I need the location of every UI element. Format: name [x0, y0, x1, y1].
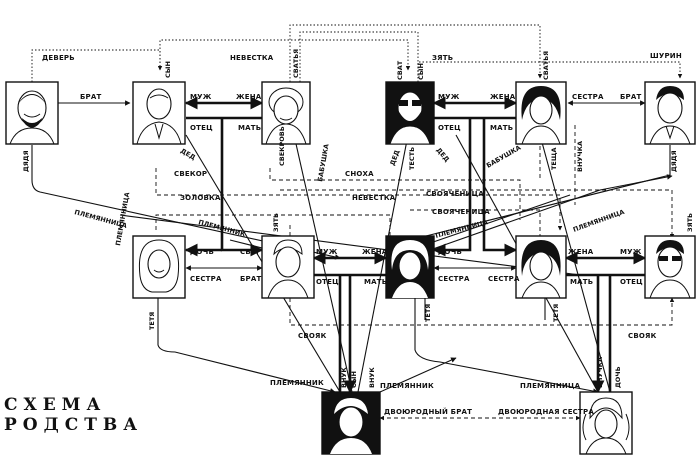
label-brat-3: БРАТ — [240, 275, 261, 283]
portrait-doch — [515, 235, 567, 299]
portrait-vnuk — [321, 391, 381, 455]
label-vnuk-2: ВНУК — [368, 367, 376, 388]
label-zhena-4: ЖЕНА — [568, 248, 594, 256]
label-tetya-3: ТЕТЯ — [552, 304, 560, 322]
label-zyat-mid-2: ЗЯТЬ — [686, 213, 694, 232]
label-doch-1: ДОЧЬ — [190, 248, 214, 256]
label-nevestka-mid: НЕВЕСТКА — [352, 194, 396, 202]
label-test: ТЕСТЬ — [408, 147, 416, 170]
label-zhena-2: ЖЕНА — [490, 93, 516, 101]
label-vnuk-1: ВНУК — [340, 367, 348, 388]
label-muzh-2: МУЖ — [438, 93, 460, 101]
portrait-vnuchka — [579, 391, 633, 455]
portrait-teshcha — [515, 81, 567, 145]
title-line1: СХЕМА — [4, 395, 106, 415]
label-syn-1: СЫН — [164, 61, 172, 78]
label-dvoyurodnaya-sestra: ДВОЮРОДНАЯ СЕСТРА — [498, 408, 594, 416]
label-sestra-1: СЕСТРА — [572, 93, 604, 101]
label-plemyannitsa-3: ПЛЕМЯННИЦА — [434, 218, 488, 240]
label-zyat-mid-1: ЗЯТЬ — [272, 213, 280, 232]
label-svoyak-2: СВОЯК — [628, 332, 657, 340]
label-svoyachenitsa-2: СВОЯЧЕНИЦА — [432, 208, 490, 216]
label-ded-3: ДЕД — [434, 146, 451, 164]
label-doch-3: ДОЧЬ — [614, 366, 622, 388]
label-mat-4: МАТЬ — [570, 278, 593, 286]
label-zhena-3: ЖЕНА — [362, 248, 388, 256]
connection-lines — [31, 24, 683, 421]
portrait-mat — [385, 235, 435, 299]
label-svat: СВАТ — [396, 60, 404, 80]
label-otets-1: ОТЕЦ — [190, 124, 213, 132]
label-svekrov: СВЕКРОВЬ — [278, 126, 286, 166]
label-ded-2: ДЕД — [388, 149, 401, 167]
portrait-dever — [5, 81, 59, 145]
label-babushka-2: БАБУШКА — [485, 144, 522, 170]
label-vnuchka: ВНУЧКА — [596, 357, 604, 388]
label-plemyannik-3: ПЛЕМЯННИК — [380, 382, 434, 390]
label-sestra-4: СЕСТРА — [488, 275, 520, 283]
label-svoyachenitsa-1: СВОЯЧЕНИЦА — [426, 190, 484, 198]
portrait-shurin — [644, 81, 696, 145]
portrait-zyat — [644, 235, 696, 299]
label-muzh-4: МУЖ — [620, 248, 642, 256]
portrait-brat — [132, 81, 186, 145]
label-sestra-2: СЕСТРА — [190, 275, 222, 283]
label-mat-2: МАТЬ — [490, 124, 513, 132]
label-dyadya-1: ДЯДЯ — [22, 150, 30, 172]
label-sestra-3: СЕСТРА — [438, 275, 470, 283]
label-plemyannitsa-5: ПЛЕМЯННИЦА — [572, 208, 626, 234]
label-zhena-1: ЖЕНА — [236, 93, 262, 101]
label-svekor: СВЕКОР — [174, 170, 207, 178]
label-snokha: СНОХА — [345, 170, 374, 178]
title-line2: РОДСТВА — [4, 415, 143, 435]
label-zolovka: ЗОЛОВКА — [180, 194, 221, 202]
label-vnuchka-top: ВНУЧКА — [576, 141, 584, 172]
label-muzh-3: МУЖ — [316, 248, 338, 256]
label-mat-3: МАТЬ — [364, 278, 387, 286]
label-syn-2: СЫН — [417, 63, 425, 80]
label-dyadya-2: ДЯДЯ — [670, 150, 678, 172]
label-dever: ДЕВЕРЬ — [42, 54, 75, 62]
portrait-syn — [261, 235, 315, 299]
label-tetya-2: ТЕТЯ — [424, 304, 432, 322]
label-otets-2: ОТЕЦ — [438, 124, 461, 132]
label-plemyannitsa-4: ПЛЕМЯННИЦА — [520, 382, 581, 390]
label-muzh-1: МУЖ — [190, 93, 212, 101]
label-tetya-1: ТЕТЯ — [148, 312, 156, 330]
label-brat-2: БРАТ — [620, 93, 641, 101]
label-otets-4: ОТЕЦ — [620, 278, 643, 286]
label-otets-3: ОТЕЦ — [316, 278, 339, 286]
label-doch-2: ДОЧЬ — [438, 248, 462, 256]
label-plemyannik-2: ПЛЕМЯННИК — [270, 379, 324, 387]
portrait-svekrov — [261, 81, 311, 145]
label-nevestka-top: НЕВЕСТКА — [230, 54, 274, 62]
label-shurin: ШУРИН — [650, 52, 682, 60]
label-mat-1: МАТЬ — [238, 124, 261, 132]
label-syn-3: СЫН — [240, 248, 259, 256]
label-svatya: СВАТЬЯ — [292, 49, 300, 78]
label-dvoyurodny-brat: ДВОЮРОДНЫЙ БРАТ — [384, 407, 472, 416]
label-brat-1: БРАТ — [80, 93, 101, 101]
label-syn-4: СЫН — [350, 371, 358, 388]
label-svatya-2: СВАТЬЯ — [542, 51, 550, 80]
label-svoyak-1: СВОЯК — [298, 332, 327, 340]
portrait-test — [385, 81, 435, 145]
label-babushka-1: БАБУШКА — [316, 143, 331, 182]
portrait-tetya — [132, 235, 186, 299]
label-zyat-top: ЗЯТЬ — [432, 54, 453, 62]
label-teshcha: ТЕЩА — [550, 147, 558, 170]
